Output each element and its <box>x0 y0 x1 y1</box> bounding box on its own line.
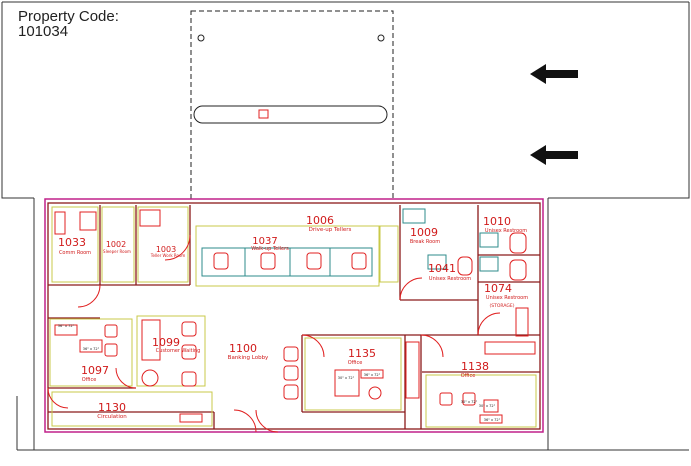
room-name-1099: Customer Waiting <box>156 348 201 354</box>
drive-thru-canopy <box>190 10 394 200</box>
walls <box>47 202 541 430</box>
room-name-1002: Sleeper Room <box>103 249 131 254</box>
furniture-tags: 36" x 72" 36" x 72" 30" x 72" 36" x 72" … <box>58 324 501 422</box>
room-name-1100: Banking Lobby <box>228 355 269 361</box>
property-code-value: 101034 <box>18 23 69 40</box>
furniture-tag: 36" x 72" <box>58 324 75 328</box>
furniture-tag: 36" x 72" <box>364 373 381 377</box>
room-name-1033: Comm Room <box>59 250 91 256</box>
direction-arrows <box>530 64 578 165</box>
room-name-1009: Break Room <box>410 239 440 245</box>
room-name-1037: Walk-up Tellers <box>251 246 289 252</box>
furniture-tag: 30" x 72" <box>479 404 496 408</box>
room-number-1100: 1100 <box>229 342 257 355</box>
room-number-1130: 1130 <box>98 401 126 414</box>
room-number-1006: 1006 <box>306 214 334 227</box>
room-name-1074: Unisex Restroom <box>486 295 528 301</box>
room-number-1037: 1037 <box>252 236 277 247</box>
furniture-tag: 30" x 72" <box>461 400 478 404</box>
room-name-1010: Unisex Restroom <box>485 228 527 234</box>
room-number-1041: 1041 <box>428 262 456 275</box>
room-name-1006: Drive-up Tellers <box>309 227 352 233</box>
furniture-tag: 36" x 72" <box>83 347 100 351</box>
room-number-1099: 1099 <box>152 336 180 349</box>
fixtures <box>201 208 499 277</box>
room-number-1003: 1003 <box>156 245 176 254</box>
room-number-1138: 1138 <box>461 360 489 373</box>
furniture-tag: 30" x 72" <box>338 376 355 380</box>
room-number-1074: 1074 <box>484 282 512 295</box>
room-number-1097: 1097 <box>81 364 109 377</box>
room-name-1097: Office <box>82 377 97 383</box>
room-name-1135: Office <box>348 360 363 366</box>
room-number-1010: 1010 <box>483 215 511 228</box>
room-number-1135: 1135 <box>348 347 376 360</box>
room-note-1074: (STORAGE) <box>490 303 515 309</box>
site-lines <box>1 1 690 451</box>
room-name-1003: Teller Work Room <box>150 253 186 258</box>
building-boundary <box>44 198 544 433</box>
room-number-1009: 1009 <box>410 226 438 239</box>
property-code-label: Property Code: <box>18 8 119 25</box>
room-name-1130: Circulation <box>97 414 127 420</box>
room-number-1033: 1033 <box>58 236 86 249</box>
room-name-1138: Office <box>461 373 476 379</box>
room-labels: 1033 Comm Room 1002 Sleeper Room 1003 Te… <box>58 214 528 420</box>
furniture <box>47 209 536 433</box>
furniture-tag: 36" x 72" <box>484 418 501 422</box>
room-name-1041: Unisex Restroom <box>429 276 471 282</box>
room-number-1002: 1002 <box>106 240 126 249</box>
